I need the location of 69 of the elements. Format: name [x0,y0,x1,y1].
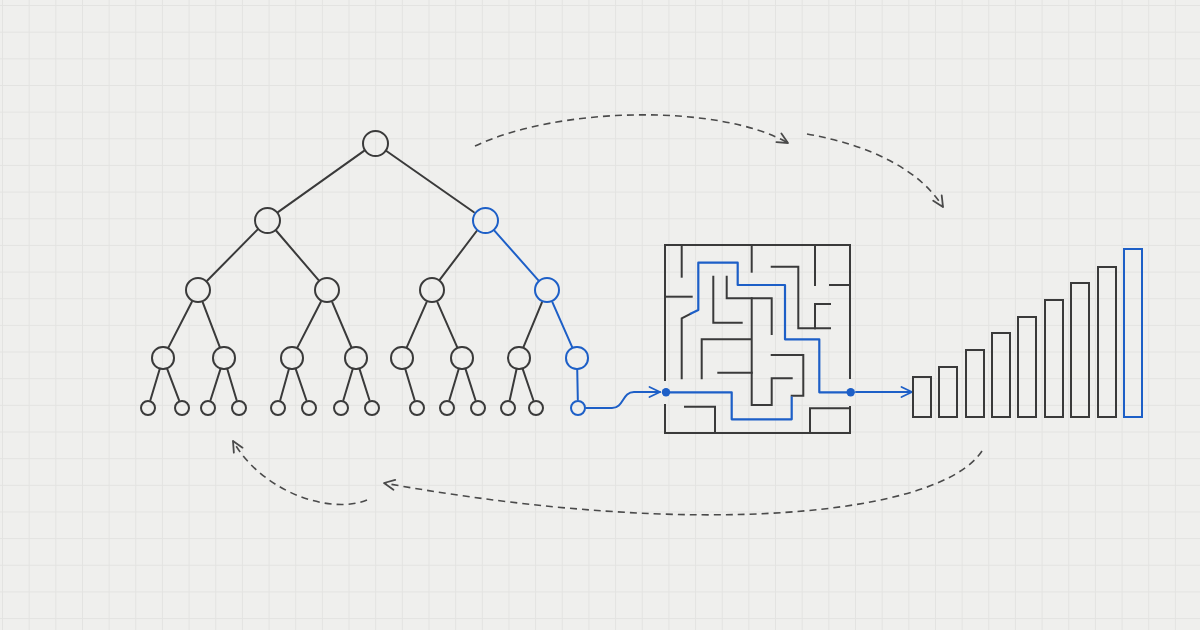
bar [1097,266,1117,418]
tree-node [361,129,389,157]
tree-node [184,276,212,304]
leaf-node [199,399,217,417]
leaf-node [332,399,350,417]
connector-line [226,368,238,401]
arrow [855,386,913,398]
leaf-node [527,399,545,417]
connector-line [277,149,365,214]
tree-node [253,206,281,234]
bar [912,376,932,418]
connector-line [508,368,518,401]
arrow [585,386,661,409]
leaf-node [408,399,426,417]
connector-line [492,229,540,282]
tree-node [212,346,236,370]
bar [1017,316,1037,418]
tree-node [565,346,589,370]
tree-node [344,346,368,370]
connector-line [521,368,535,402]
connector-line [404,368,416,401]
connector-line [331,301,353,349]
connector-line [296,300,322,349]
connector-line [439,229,478,281]
connector-line [358,368,371,401]
connector-line [551,301,574,349]
bar [1123,248,1143,418]
connector-line [167,300,193,349]
connector-line [342,368,354,401]
connector-line [279,368,290,401]
maze-drawing [660,242,856,436]
tree-node [390,346,414,370]
connector-line [522,301,543,349]
connector-line [385,149,475,214]
connector-line [464,368,477,401]
connector-line [149,368,161,401]
connector-line [436,301,459,349]
connector-line [201,301,221,349]
bar [965,349,985,418]
leaf-node [230,399,248,417]
bar [1044,299,1064,418]
connector-line [405,301,428,349]
leaf-node [300,399,318,417]
connector-line [166,367,180,402]
bar [991,332,1011,418]
leaf-node [569,399,587,417]
tree-node [313,276,341,304]
bar [1070,282,1090,418]
tree-node [418,276,446,304]
leaf-node [139,399,157,417]
connector-line [206,228,259,282]
tree-node [151,346,175,370]
leaf-node [173,399,191,417]
leaf-node [469,399,487,417]
connector-line [448,368,460,401]
connector-line [274,229,320,281]
connector-line [576,368,579,401]
tree-node [533,276,561,304]
leaf-node [363,399,381,417]
leaf-node [438,399,456,417]
bar [938,366,958,418]
leaf-node [499,399,517,417]
tree-node [507,346,531,370]
connector-line [294,368,308,402]
tree-node [471,206,499,234]
connector-line [209,368,222,401]
tree-node [280,346,304,370]
leaf-node [269,399,287,417]
tree-node [450,346,474,370]
